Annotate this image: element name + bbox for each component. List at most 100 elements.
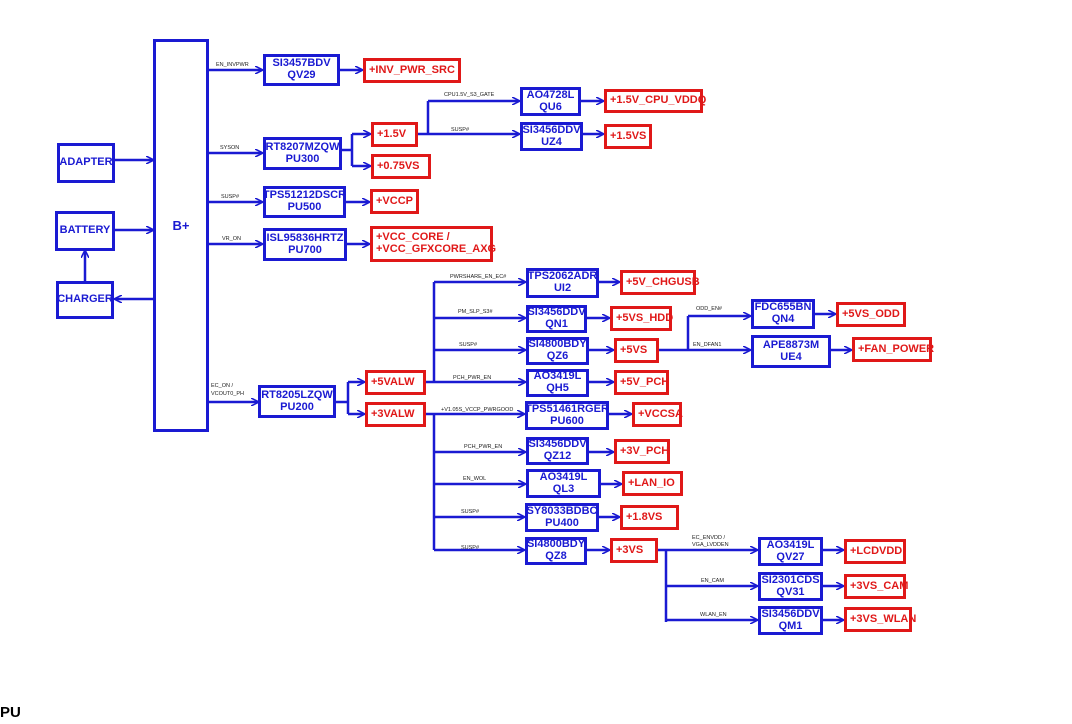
signal-label: SUSP# [451, 127, 470, 133]
ic-ref: QN1 [545, 318, 568, 330]
signal-label: PCH_PWR_EN [453, 375, 492, 381]
rail-label: +3VS [616, 543, 644, 556]
ic-ref: PU400 [545, 516, 579, 529]
rail-5v-chgusb: +5V_CHGUSB [620, 270, 700, 295]
ic-part: SY8033BDBC [526, 504, 598, 517]
rail-label: +INV_PWR_SRC [369, 63, 455, 76]
ic-ref: UE4 [780, 350, 802, 363]
ic-part: AO4728L [526, 88, 575, 101]
signal-label: CPU1.5V_S3_GATE [444, 92, 495, 98]
adapter-label: ADAPTER [59, 156, 113, 169]
rail-label: +5VS_ODD [842, 307, 900, 320]
rail-1-5v-cpu-vddq: +1.5V_CPU_VDDQ [604, 89, 707, 113]
rail-1-5v: +1.5V [371, 122, 418, 147]
signal-label: EN_INVPWR [216, 62, 249, 68]
rail-label-2: +VCC_GFXCORE_AXG [376, 243, 497, 255]
ic-ref: QM1 [778, 619, 803, 632]
ic-part: AO3419L [539, 470, 588, 483]
ic-ref: QZ12 [543, 450, 572, 462]
rail-label: +5V_PCH [620, 375, 670, 388]
signal-label: VR_ON [222, 236, 241, 242]
rail-5v-pch: +5V_PCH [614, 370, 669, 395]
charger-label: CHARGER [57, 293, 113, 306]
ic-part: TPS2062ADR [527, 270, 598, 283]
signal-label: EN_WOL [463, 476, 487, 482]
rail-1-5vs: +1.5VS [604, 124, 652, 149]
rail-3vs: +3VS [610, 538, 658, 563]
rail-label: +0.75VS [377, 159, 420, 172]
signal-label: ODD_EN# [696, 306, 722, 312]
rail-5vs-odd: +5VS_ODD [836, 302, 906, 327]
rail-lan-io: +LAN_IO [622, 471, 683, 496]
ic-part: SI3456DDV [761, 607, 820, 620]
ic-ref: QZ6 [546, 350, 569, 362]
rail-label: +1.5V_CPU_VDDQ [610, 94, 707, 107]
adapter-box: ADAPTER [57, 143, 115, 183]
charger-box: CHARGER [56, 281, 114, 319]
ic-part: FDC655BN [754, 301, 812, 314]
bplus-bus: B+ [153, 39, 209, 432]
ic-ref: PU600 [550, 414, 584, 427]
ic-ref: QZ8 [545, 550, 567, 562]
rail-3v-pch: +3V_PCH [614, 439, 670, 464]
ic-ref: PU700 [288, 243, 322, 256]
ic-part: TPS51461RGER [525, 402, 609, 415]
signal-label: WLAN_EN [700, 612, 727, 618]
ic-ref: QV29 [287, 69, 316, 81]
rail-vcc-core: +VCC_CORE /+VCC_GFXCORE_AXG [370, 226, 497, 262]
rail-fan-power: +FAN_POWER [852, 337, 935, 362]
rail-label: +LAN_IO [628, 476, 675, 489]
signal-label: EN_CAM [701, 578, 724, 584]
ic-ref: PU300 [285, 152, 320, 165]
signal-label: PCH_PWR_EN [464, 444, 503, 450]
ic-ref: QV27 [776, 550, 805, 563]
ic-part: SI3456DDV [528, 438, 587, 451]
rail-label: +3V_PCH [620, 444, 670, 457]
signal-label: SUSP# [461, 509, 480, 515]
ic-part: TPS51212DSCR [262, 189, 347, 202]
ic-ref: QL3 [552, 482, 575, 495]
rail-label: +VCCSA [638, 407, 683, 420]
rail-label: +3VALW [371, 407, 415, 420]
rail-label: +5V_CHGUSB [626, 275, 700, 288]
ic-part: SI4800BDY [528, 338, 587, 351]
ic-part: AO3419L [766, 538, 815, 551]
ic-ref: UI2 [553, 282, 572, 294]
signal-label: EN_DFAN1 [693, 342, 722, 348]
ic-part: SI3456DDV [527, 306, 586, 319]
rail-5vs-hdd: +5VS_HDD [610, 306, 674, 331]
ic-ref: QV31 [776, 585, 805, 598]
rail-label: +1.8VS [626, 510, 663, 523]
rail-label: +1.5V [377, 127, 407, 140]
bplus-label: B+ [172, 218, 190, 233]
rail-label: +3VS_WLAN [850, 612, 917, 625]
rail-3vs-cam: +3VS_CAM [844, 574, 908, 599]
rail-label: +5VS_HDD [616, 311, 674, 324]
ic-part: RT8207MZQW [265, 140, 340, 153]
rail-label: +5VS [620, 343, 648, 356]
rail-label: +VCCP [376, 194, 413, 207]
rail-3vs-wlan: +3VS_WLAN [844, 607, 916, 632]
rail-label: +FAN_POWER [858, 342, 935, 355]
signal-label: +V1.05S_VCCP_PWRGOOD [441, 407, 514, 413]
rail-5vs: +5VS [614, 338, 659, 363]
signal-label: VGA_LVDDEN [692, 542, 729, 548]
ic-part: SI4800BDY [526, 538, 586, 551]
ic-ref: QN4 [771, 313, 795, 325]
ic-ref: QU6 [539, 100, 562, 113]
